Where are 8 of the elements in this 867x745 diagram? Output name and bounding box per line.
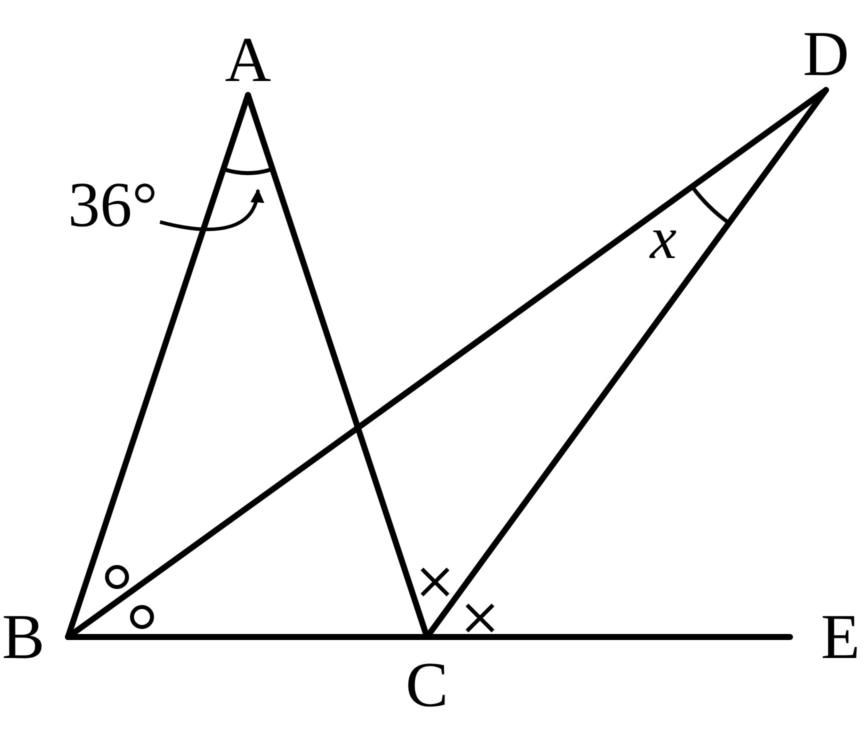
point-label: C [398,637,456,717]
leader-line [160,188,264,231]
point-label: D [796,22,856,90]
point-label: E [790,605,860,669]
angle-label: x [650,208,677,268]
point-label: A [220,28,276,95]
angle-label: 36° [68,170,186,240]
point-label: B [2,605,68,669]
